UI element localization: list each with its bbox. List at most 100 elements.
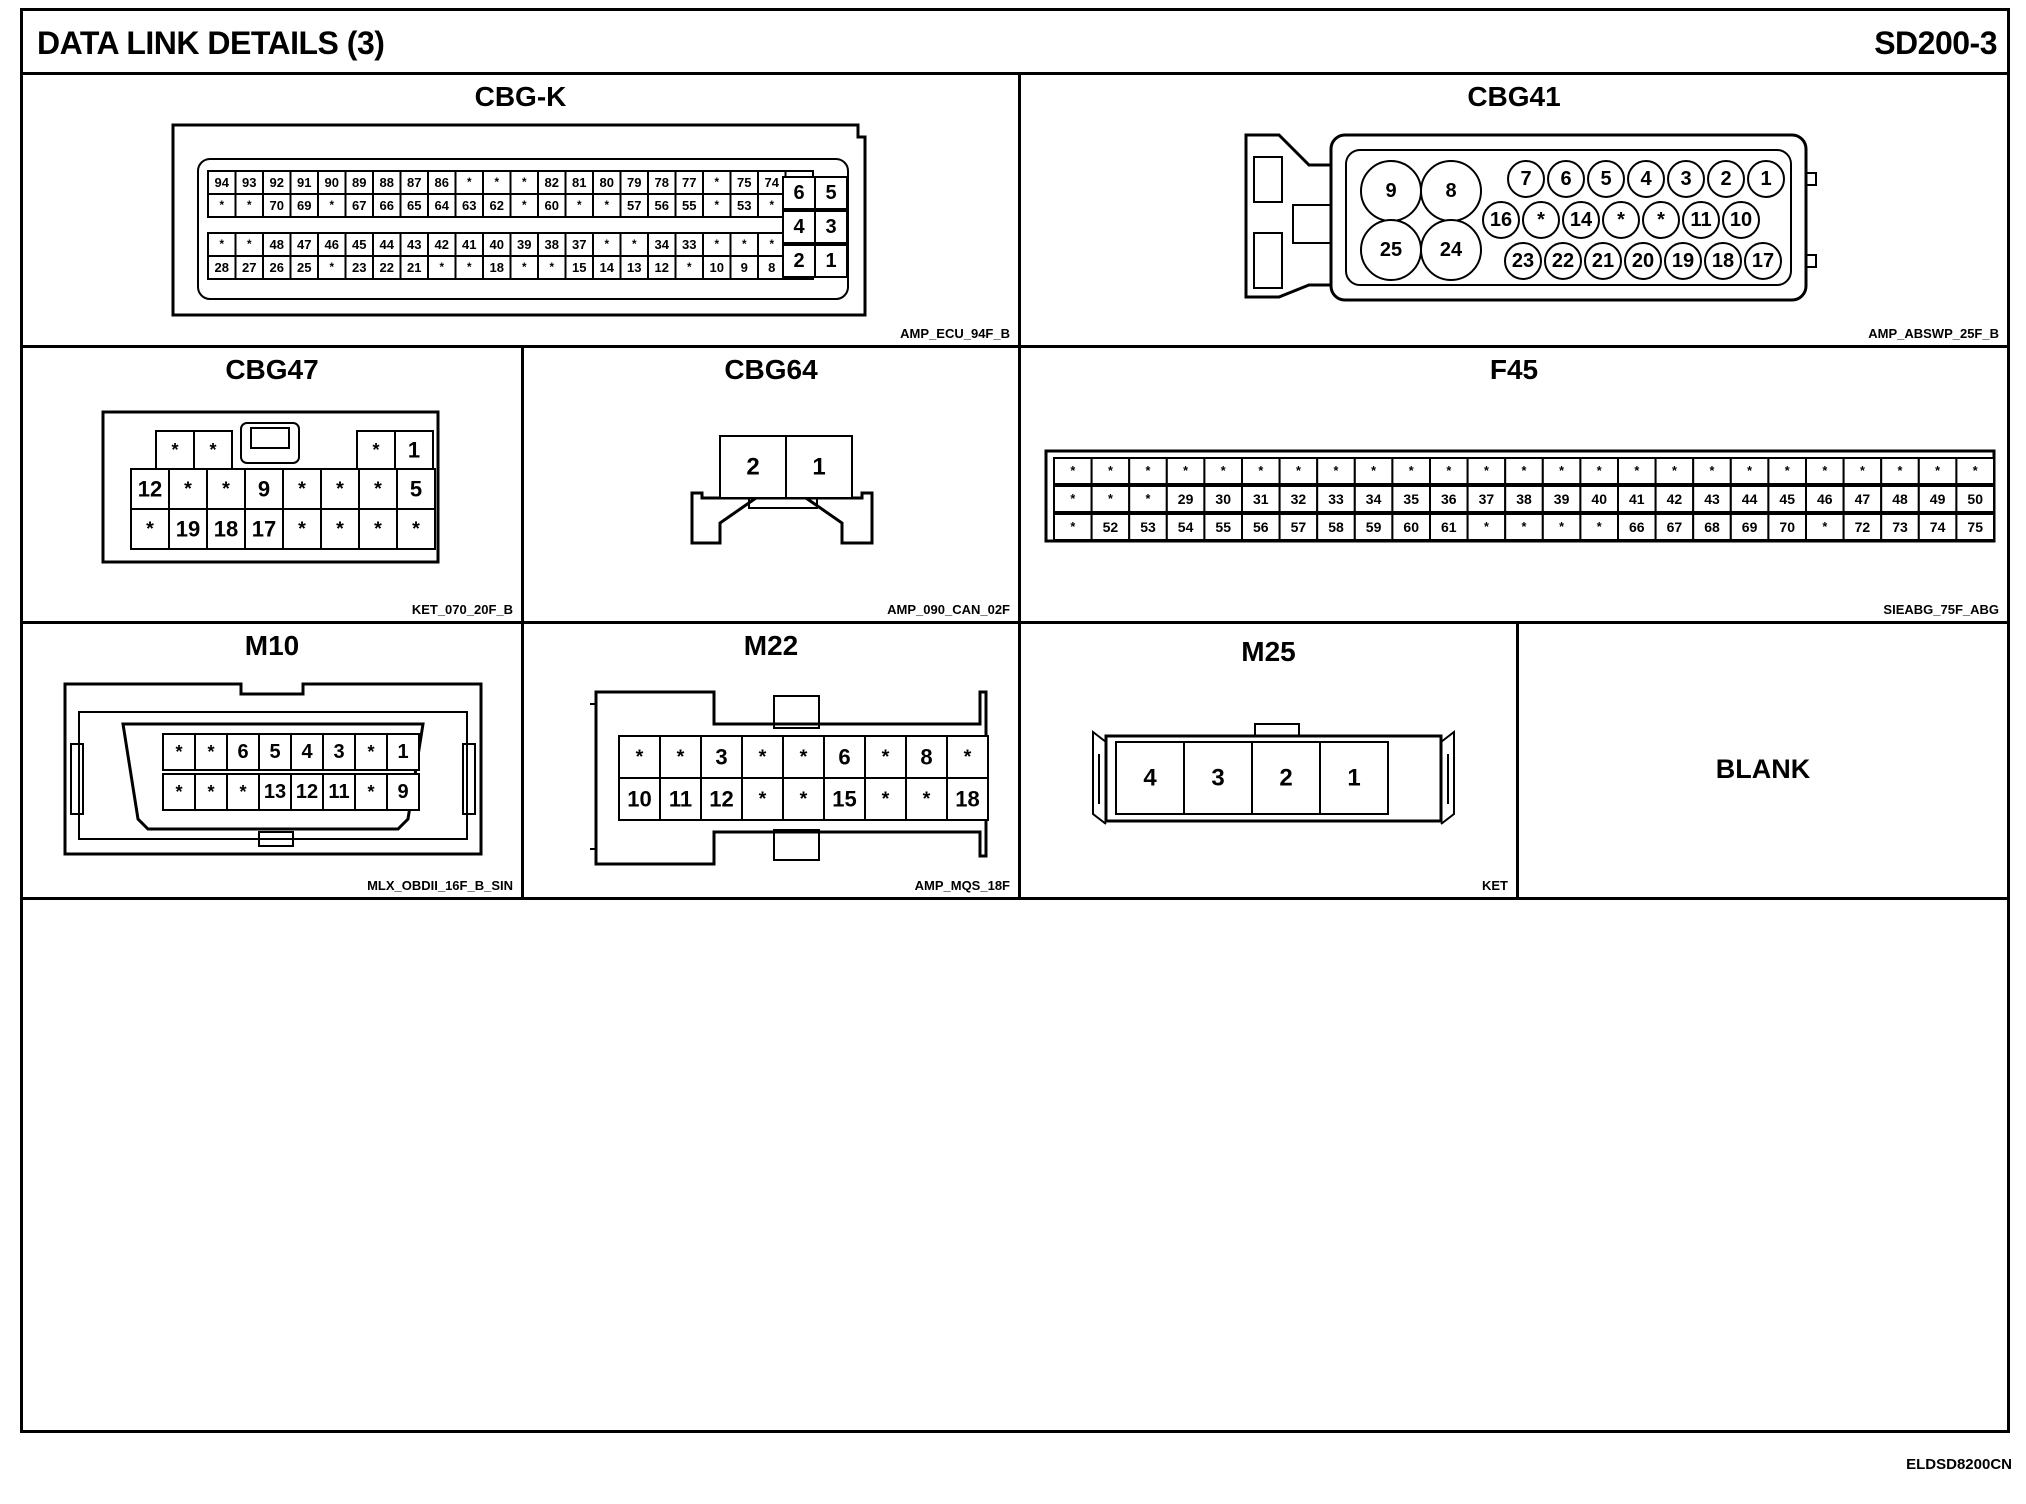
svg-text:62: 62 — [490, 198, 504, 213]
pin-unused: * — [1955, 457, 1996, 485]
pin-unused: * — [1053, 513, 1093, 541]
svg-text:*: * — [1597, 464, 1602, 478]
pin-25: 25 — [289, 255, 319, 280]
svg-text:*: * — [1710, 464, 1715, 478]
pin-39: 39 — [509, 232, 539, 257]
pin-17: 17 — [244, 508, 284, 550]
svg-text:43: 43 — [1704, 491, 1720, 507]
svg-text:*: * — [467, 176, 472, 189]
pin-unused: * — [1522, 201, 1560, 239]
svg-text:*: * — [247, 199, 252, 212]
pin-22: 22 — [1544, 242, 1582, 280]
pin-5: 5 — [814, 176, 848, 210]
svg-text:81: 81 — [572, 175, 586, 190]
section-code: SD200-3 — [1874, 25, 1997, 61]
svg-text:11: 11 — [328, 781, 349, 803]
pin-unused: * — [282, 508, 322, 550]
svg-text:*: * — [1146, 492, 1151, 506]
blank-label: BLANK — [1715, 754, 1811, 784]
svg-text:*: * — [1371, 464, 1376, 478]
svg-text:*: * — [759, 746, 767, 768]
pin-unused: * — [207, 232, 237, 257]
svg-text:*: * — [222, 478, 230, 500]
pin-unused: * — [162, 733, 196, 771]
svg-text:10: 10 — [1730, 209, 1752, 231]
pin-49: 49 — [1917, 485, 1958, 513]
svg-text:8: 8 — [768, 260, 775, 275]
pin-4: 4 — [1115, 741, 1185, 815]
svg-text:26: 26 — [270, 260, 284, 275]
svg-text:24: 24 — [1440, 239, 1463, 261]
svg-text:6: 6 — [237, 741, 248, 763]
pin-unused: * — [226, 773, 260, 811]
pin-13: 13 — [258, 773, 292, 811]
pin-23: 23 — [1504, 242, 1542, 280]
grid-divider — [23, 621, 2007, 624]
svg-text:45: 45 — [352, 237, 366, 252]
pin-4: 4 — [782, 210, 816, 244]
svg-text:*: * — [374, 478, 382, 500]
svg-text:48: 48 — [1892, 491, 1908, 507]
svg-text:60: 60 — [1403, 519, 1419, 535]
part-number: SIEABG_75F_ABG — [1883, 602, 1999, 617]
svg-text:89: 89 — [352, 175, 366, 190]
svg-text:70: 70 — [1779, 519, 1795, 535]
connector-name: CBG64 — [724, 354, 818, 385]
pin-1: 1 — [1747, 160, 1785, 198]
pin-7: 7 — [1507, 160, 1545, 198]
svg-text:*: * — [1898, 464, 1903, 478]
pin-unused: * — [454, 255, 484, 280]
pin-unused: * — [1541, 513, 1582, 541]
svg-text:56: 56 — [1253, 519, 1269, 535]
pin-60: 60 — [537, 193, 567, 218]
pin-91: 91 — [289, 170, 319, 195]
part-number: KET — [1482, 878, 1508, 893]
pin-73: 73 — [1880, 513, 1920, 541]
svg-text:28: 28 — [215, 260, 229, 275]
svg-text:18: 18 — [214, 517, 238, 542]
svg-text:1: 1 — [825, 250, 836, 272]
svg-text:*: * — [522, 199, 527, 212]
svg-text:*: * — [636, 746, 644, 768]
svg-text:3: 3 — [1211, 765, 1224, 792]
svg-text:49: 49 — [1930, 491, 1946, 507]
pin-35: 35 — [1391, 485, 1431, 513]
pin-81: 81 — [564, 170, 594, 195]
svg-text:61: 61 — [1441, 519, 1457, 535]
svg-text:55: 55 — [682, 198, 696, 213]
svg-text:*: * — [219, 238, 224, 251]
svg-text:9: 9 — [397, 781, 408, 803]
pin-unused: * — [155, 430, 195, 470]
blank-cell: BLANK — [1519, 624, 2007, 897]
pin-unused: * — [320, 468, 360, 510]
pin-unused: * — [905, 777, 948, 821]
svg-text:47: 47 — [1855, 491, 1871, 507]
pin-90: 90 — [317, 170, 347, 195]
svg-text:*: * — [964, 746, 972, 768]
svg-text:16: 16 — [1490, 209, 1512, 231]
pin-1: 1 — [785, 435, 853, 499]
svg-text:75: 75 — [1967, 519, 1983, 535]
pin-9: 9 — [386, 773, 420, 811]
pin-60: 60 — [1391, 513, 1431, 541]
pin-8: 8 — [1420, 160, 1482, 222]
pin-12: 12 — [130, 468, 170, 510]
pin-44: 44 — [372, 232, 402, 257]
svg-text:10: 10 — [627, 787, 651, 812]
pin-unused: * — [1053, 457, 1093, 485]
svg-text:78: 78 — [655, 175, 669, 190]
pin-54: 54 — [1165, 513, 1206, 541]
svg-text:22: 22 — [380, 260, 394, 275]
svg-text:6: 6 — [793, 182, 804, 204]
svg-text:73: 73 — [1892, 519, 1908, 535]
svg-text:1: 1 — [1760, 168, 1771, 190]
pin-6: 6 — [1547, 160, 1585, 198]
svg-text:31: 31 — [1253, 491, 1269, 507]
pin-unused: * — [320, 508, 360, 550]
svg-text:*: * — [494, 176, 499, 189]
svg-text:45: 45 — [1779, 491, 1795, 507]
